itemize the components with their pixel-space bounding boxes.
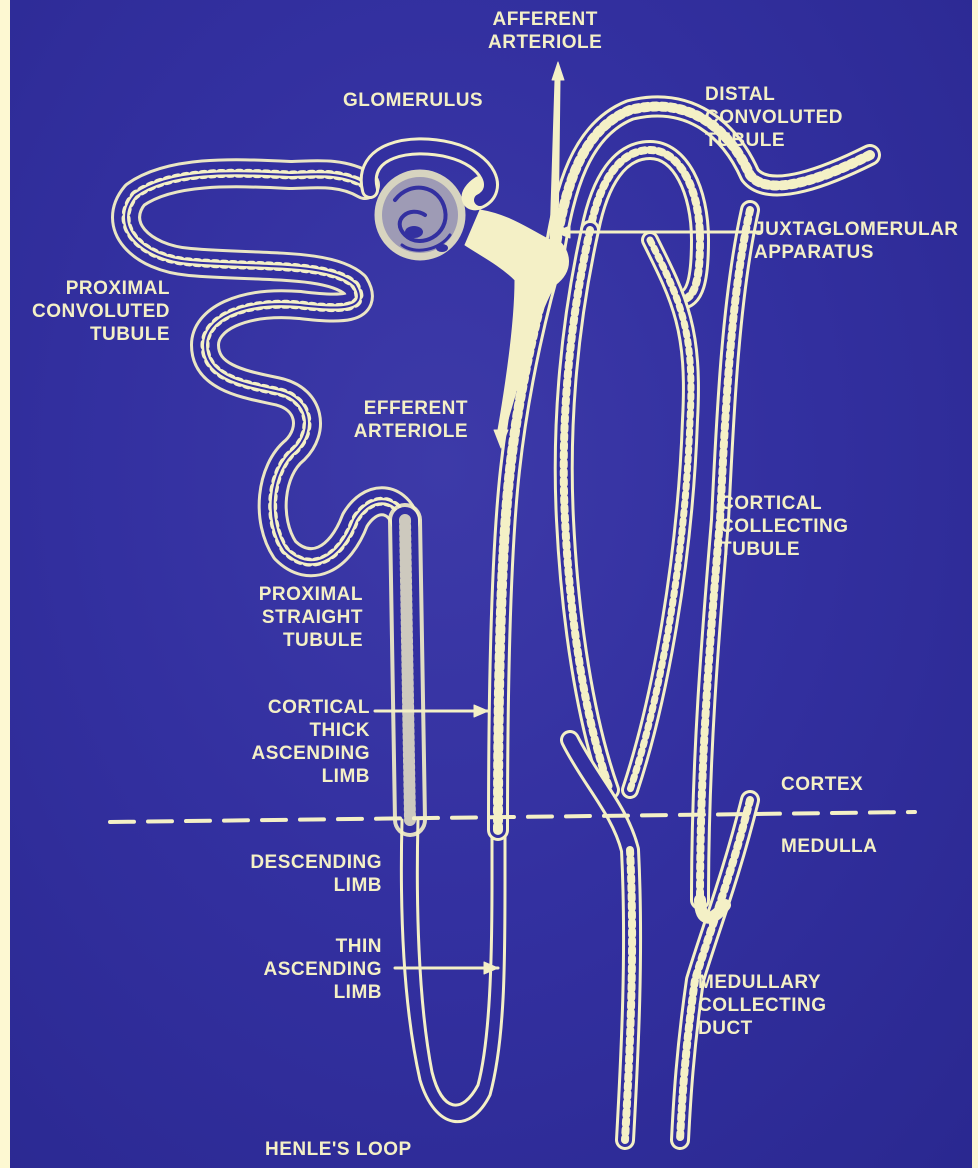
label-cortical-thick-ascending-limb: CORTICAL THICK ASCENDING LIMB xyxy=(220,696,370,788)
label-efferent-arteriole: EFFERENT ARTERIOLE xyxy=(350,397,468,443)
label-glomerulus: GLOMERULUS xyxy=(343,89,483,112)
label-descending-limb: DESCENDING LIMB xyxy=(230,851,382,897)
medullary-collecting-duct xyxy=(570,740,750,1140)
label-juxtaglomerular-apparatus: JUXTAGLOMERULAR APPARATUS xyxy=(754,218,959,264)
nephron-diagram xyxy=(10,0,972,1168)
label-medulla: MEDULLA xyxy=(781,835,877,858)
label-medullary-collecting-duct: MEDULLARY COLLECTING DUCT xyxy=(698,971,827,1040)
label-henles-loop: HENLE'S LOOP xyxy=(265,1138,412,1161)
proximal-straight-tubule xyxy=(405,520,410,820)
label-distal-convoluted-tubule: DISTAL CONVOLUTED TUBULE xyxy=(705,83,843,152)
cortex-medulla-boundary xyxy=(110,812,915,822)
label-proximal-straight-tubule: PROXIMAL STRAIGHT TUBULE xyxy=(235,583,363,652)
label-thin-ascending-limb: THIN ASCENDING LIMB xyxy=(250,935,382,1004)
label-cortex: CORTEX xyxy=(781,773,863,796)
label-proximal-convoluted-tubule: PROXIMAL CONVOLUTED TUBULE xyxy=(10,277,170,346)
proximal-convoluted-tubule xyxy=(126,173,405,562)
diagram-slide: AFFERENT ARTERIOLE GLOMERULUS DISTAL CON… xyxy=(10,0,972,1168)
label-cortical-collecting-tubule: CORTICAL COLLECTING TUBULE xyxy=(720,492,849,561)
label-afferent-arteriole: AFFERENT ARTERIOLE xyxy=(488,8,602,54)
arterioles xyxy=(465,80,569,430)
